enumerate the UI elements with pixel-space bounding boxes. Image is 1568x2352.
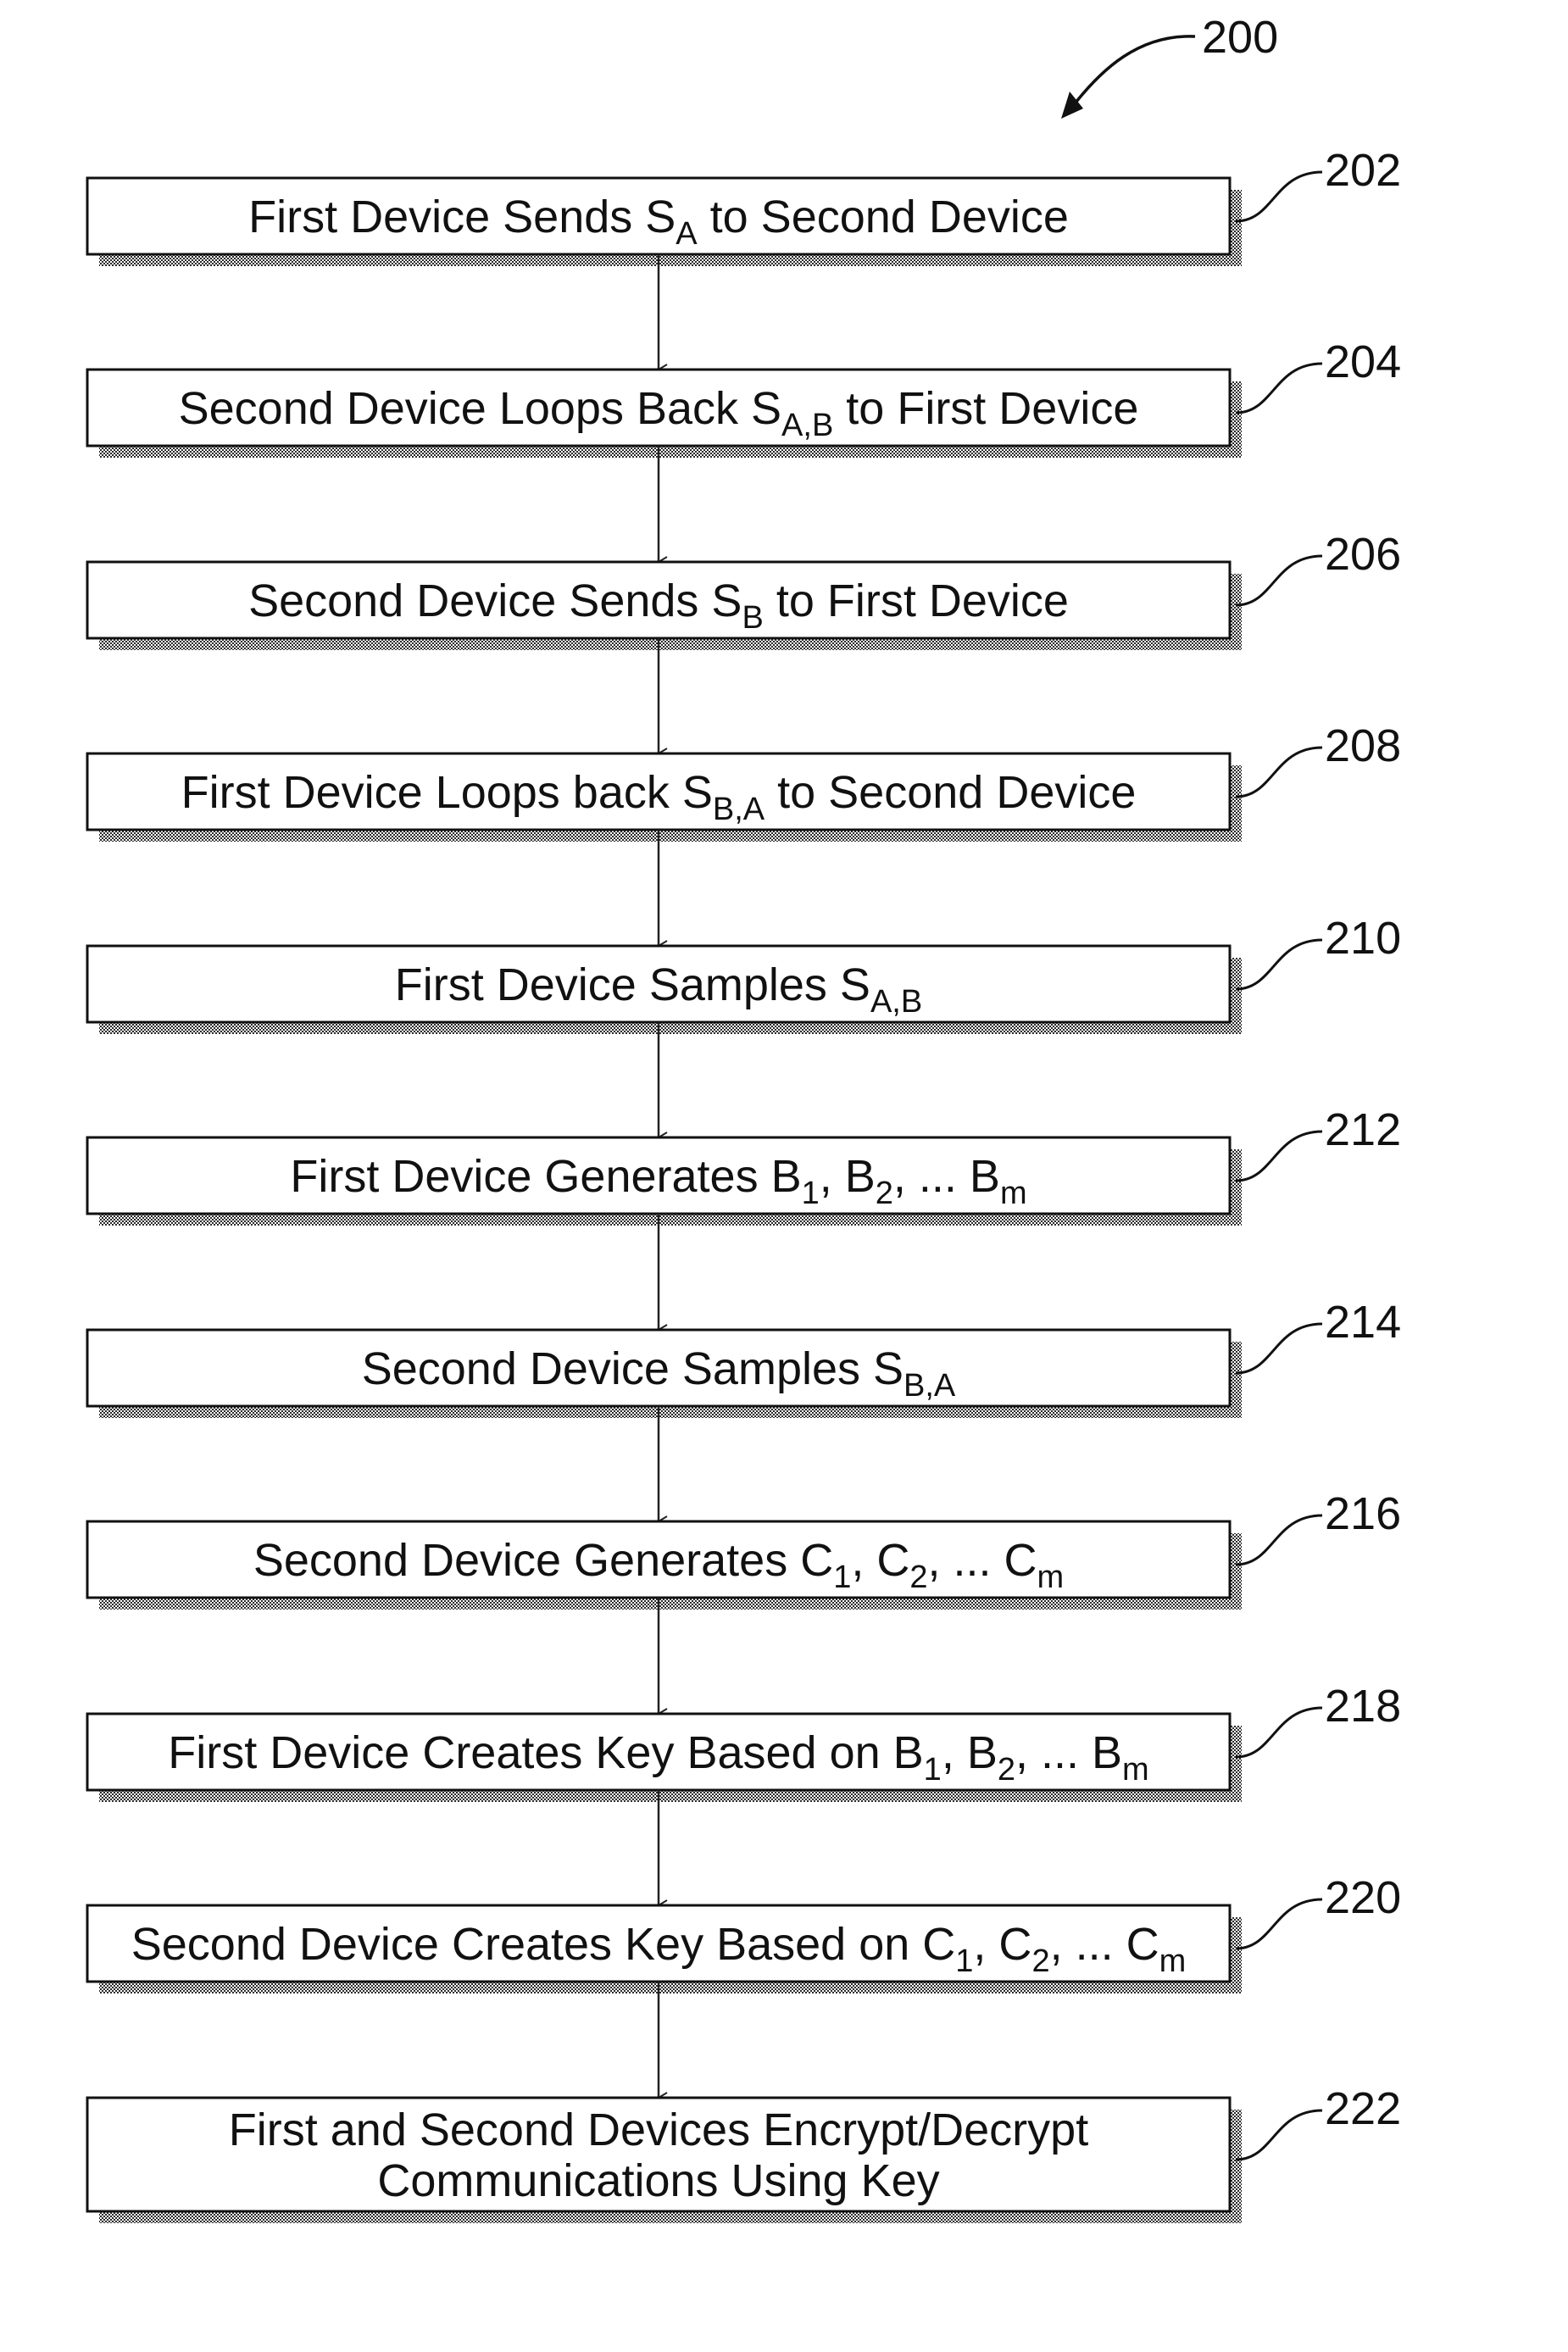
- subscript: 1: [802, 1176, 820, 1211]
- figure-reference-arrow: [1070, 36, 1195, 110]
- step-text: First Device Sends S: [248, 192, 676, 242]
- step-text: , ... B: [893, 1151, 1000, 1202]
- reference-leader-line: [1236, 1324, 1322, 1373]
- step-label: First and Second Devices Encrypt/Decrypt: [229, 2105, 1088, 2155]
- step-text: , ... B: [1015, 1727, 1122, 1778]
- step-reference-number: 206: [1325, 529, 1401, 580]
- subscript: 2: [876, 1176, 893, 1211]
- step-reference-number: 212: [1325, 1104, 1401, 1155]
- reference-leader-line: [1236, 364, 1322, 413]
- process-step-212: First Device Generates B1, B2, ... Bm 212: [87, 1104, 1401, 1226]
- step-reference-number: 218: [1325, 1681, 1401, 1732]
- subscript: A,B: [781, 408, 833, 443]
- subscript: A: [676, 216, 698, 252]
- step-text: to Second Device: [765, 767, 1136, 818]
- step-text: to Second Device: [698, 192, 1069, 242]
- step-reference-number: 216: [1325, 1488, 1401, 1539]
- step-text: , ... C: [1050, 1919, 1159, 1970]
- subscript: m: [1122, 1752, 1149, 1788]
- subscript: 2: [1031, 1943, 1049, 1979]
- step-text: , C: [851, 1535, 909, 1586]
- step-text: First and Second Devices Encrypt/Decrypt: [229, 2105, 1088, 2155]
- subscript: m: [1037, 1560, 1065, 1595]
- process-step-218: First Device Creates Key Based on B1, B2…: [87, 1681, 1401, 1802]
- reference-leader-line: [1236, 1515, 1322, 1565]
- step-text: First Device Generates B: [290, 1151, 801, 1202]
- process-step-222: First and Second Devices Encrypt/Decrypt…: [87, 2083, 1401, 2223]
- step-text: First Device Loops back S: [181, 767, 713, 818]
- step-reference-number: 220: [1325, 1872, 1401, 1923]
- reference-leader-line: [1236, 1899, 1322, 1949]
- reference-leader-line: [1236, 940, 1322, 989]
- step-text: , C: [973, 1919, 1031, 1970]
- step-text: , B: [942, 1727, 998, 1778]
- process-step-210: First Device Samples SA,B 210: [87, 913, 1401, 1034]
- step-label: Communications Using Key: [377, 2155, 939, 2206]
- process-step-204: Second Device Loops Back SA,B to First D…: [87, 336, 1401, 458]
- subscript: B,A: [713, 792, 765, 827]
- step-text: Second Device Generates C: [253, 1535, 833, 1586]
- reference-leader-line: [1236, 1708, 1322, 1757]
- step-list: First Device Sends SA to Second Device 20…: [87, 145, 1401, 2223]
- step-text: to First Device: [833, 383, 1138, 434]
- step-text: to First Device: [764, 575, 1069, 626]
- subscript: 1: [924, 1752, 942, 1788]
- subscript: A,B: [870, 984, 922, 1020]
- step-text: , ... C: [928, 1535, 1037, 1586]
- step-text: Second Device Sends S: [248, 575, 742, 626]
- subscript: m: [1000, 1176, 1027, 1211]
- figure-reference: 200: [1061, 12, 1278, 119]
- subscript: 1: [833, 1560, 851, 1595]
- step-text: Second Device Creates Key Based on C: [131, 1919, 956, 1970]
- step-reference-number: 202: [1325, 145, 1401, 196]
- reference-leader-line: [1236, 2110, 1322, 2160]
- subscript: 2: [998, 1752, 1015, 1788]
- process-step-208: First Device Loops back SB,A to Second D…: [87, 720, 1401, 842]
- process-step-216: Second Device Generates C1, C2, ... Cm 21…: [87, 1488, 1401, 1610]
- step-reference-number: 204: [1325, 336, 1401, 387]
- subscript: 1: [955, 1943, 973, 1979]
- process-step-214: Second Device Samples SB,A 214: [87, 1297, 1401, 1418]
- subscript: 2: [909, 1560, 927, 1595]
- subscript: B,A: [904, 1368, 956, 1404]
- step-text: First Device Creates Key Based on B: [168, 1727, 923, 1778]
- reference-leader-line: [1236, 556, 1322, 605]
- step-text: Second Device Samples S: [362, 1343, 904, 1394]
- step-reference-number: 222: [1325, 2083, 1401, 2134]
- process-step-202: First Device Sends SA to Second Device 20…: [87, 145, 1401, 266]
- step-reference-number: 214: [1325, 1297, 1401, 1348]
- step-text: Second Device Loops Back S: [179, 383, 781, 434]
- reference-leader-line: [1236, 748, 1322, 797]
- reference-leader-line: [1236, 172, 1322, 221]
- step-text: , B: [820, 1151, 876, 1202]
- step-text: Communications Using Key: [377, 2155, 939, 2206]
- subscript: B: [742, 600, 763, 636]
- step-text: First Device Samples S: [395, 959, 870, 1010]
- process-step-206: Second Device Sends SB to First Device 20…: [87, 529, 1401, 650]
- subscript: m: [1159, 1943, 1187, 1979]
- step-reference-number: 208: [1325, 720, 1401, 771]
- figure-number: 200: [1202, 12, 1278, 63]
- reference-leader-line: [1236, 1132, 1322, 1181]
- step-reference-number: 210: [1325, 913, 1401, 964]
- process-step-220: Second Device Creates Key Based on C1, C…: [87, 1872, 1401, 1993]
